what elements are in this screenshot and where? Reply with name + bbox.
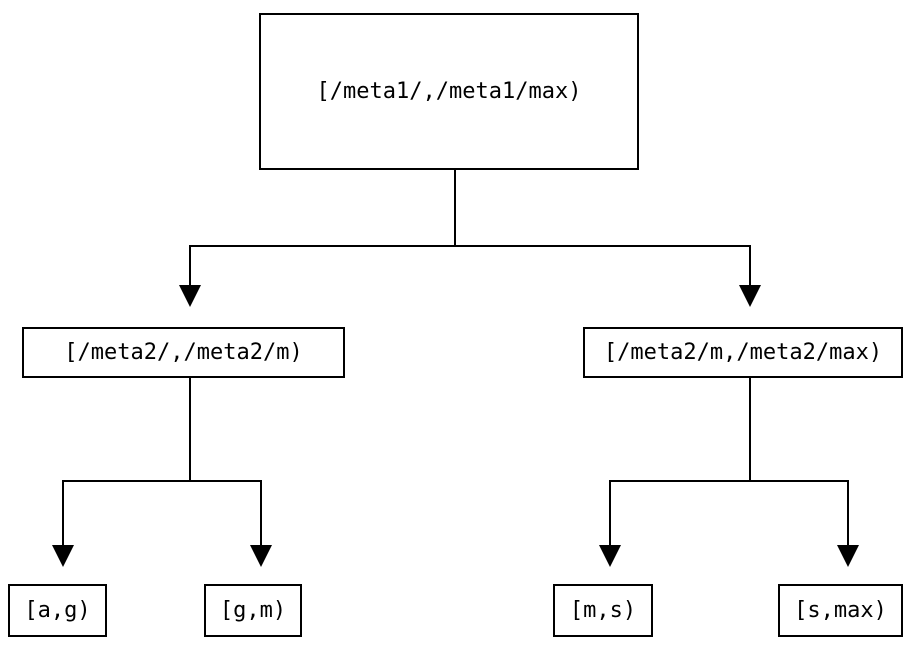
edge-right-left-stub-line [609,480,611,545]
edge-root-right-stub-line [749,245,751,285]
root-node-meta1-range: [/meta1/,/meta1/max) [259,13,639,170]
edge-root-left-stub-line [189,245,191,285]
arrowhead-down-icon [52,545,74,567]
arrowhead-down-icon [739,285,761,307]
node-meta2-left-range: [/meta2/,/meta2/m) [22,327,345,378]
arrowhead-down-icon [250,545,272,567]
leaf-node-s-max: [s,max) [778,584,903,637]
edge-left-horizontal-rail [62,480,262,482]
edge-root-horizontal-rail [189,245,751,247]
leaf-node-g-m: [g,m) [204,584,302,637]
arrowhead-down-icon [837,545,859,567]
edge-right-vertical-line [749,377,751,482]
leaf-node-m-s: [m,s) [553,584,653,637]
edge-left-vertical-line [189,377,191,482]
edge-left-left-stub-line [62,480,64,545]
arrowhead-down-icon [179,285,201,307]
leaf-node-a-g: [a,g) [8,584,107,637]
edge-left-right-stub-line [260,480,262,545]
edge-root-vertical-line [454,170,456,247]
edge-right-horizontal-rail [609,480,849,482]
node-meta2-right-range: [/meta2/m,/meta2/max) [583,327,903,378]
arrowhead-down-icon [599,545,621,567]
edge-right-right-stub-line [847,480,849,545]
